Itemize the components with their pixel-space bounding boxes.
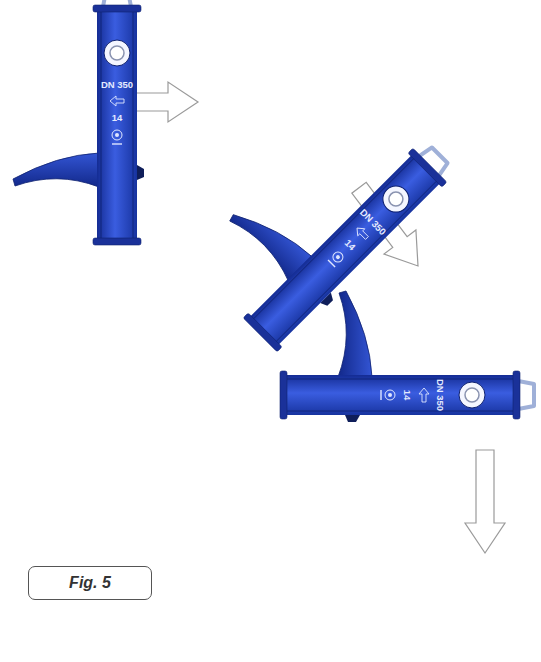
- valve-marking: DN 350: [435, 379, 445, 411]
- figure-caption: Fig. 5: [28, 566, 152, 600]
- valve-marking: DN 350: [101, 80, 133, 90]
- caption-text: Fig. 5: [69, 574, 111, 592]
- check-valve: [13, 0, 144, 245]
- check-valve: [187, 82, 459, 354]
- check-valve: [280, 291, 534, 422]
- valve-marking: 14: [402, 390, 412, 401]
- flow-arrow: [465, 450, 505, 553]
- valve-marking: 14: [112, 113, 123, 123]
